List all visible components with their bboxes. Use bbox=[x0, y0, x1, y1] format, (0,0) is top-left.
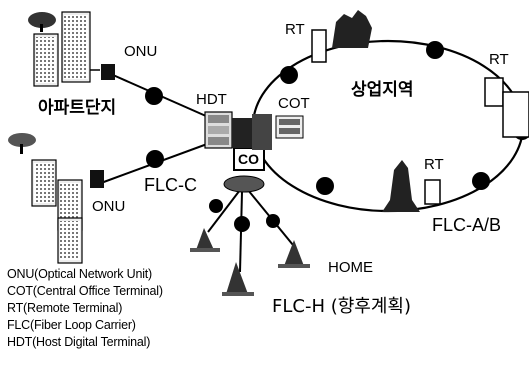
city-skyline-icon bbox=[332, 10, 372, 48]
tree-icon bbox=[28, 12, 56, 32]
house-icon bbox=[278, 240, 310, 268]
rt-box-top bbox=[311, 29, 327, 63]
commercial-area-label: 상업지역 bbox=[351, 80, 414, 100]
house-icon bbox=[222, 262, 254, 296]
node-dot bbox=[472, 172, 490, 190]
legend: ONU(Optical Network Unit) COT(Central Of… bbox=[7, 268, 163, 353]
node-dot bbox=[145, 87, 163, 105]
tree-icon bbox=[8, 133, 36, 154]
rt-box-right-2 bbox=[502, 91, 529, 138]
apartment-building-icon bbox=[31, 159, 83, 264]
rt-box-bottom bbox=[424, 179, 441, 205]
node-dot bbox=[280, 66, 298, 84]
house-icon bbox=[190, 228, 220, 252]
node-dot bbox=[209, 199, 223, 213]
node-dot bbox=[316, 177, 334, 195]
flc-c-label: FLC-C bbox=[144, 175, 197, 195]
onu-box-icon bbox=[101, 64, 115, 80]
node-dot bbox=[146, 150, 164, 168]
co-label: CO bbox=[238, 151, 259, 167]
cot-label: COT bbox=[278, 95, 310, 112]
rt-bottom-label: RT bbox=[424, 156, 444, 173]
hdt-label: HDT bbox=[196, 91, 227, 108]
home-label: HOME bbox=[328, 259, 373, 276]
legend-item: RT(Remote Terminal) bbox=[7, 301, 123, 315]
link-co-home-center bbox=[239, 191, 243, 273]
apartment-label: 아파트단지 bbox=[38, 98, 117, 118]
link-co-home-left bbox=[207, 189, 241, 233]
node-dot bbox=[426, 41, 444, 59]
onu-box-icon bbox=[90, 170, 104, 188]
node-dot bbox=[234, 216, 250, 232]
flc-ab-label: FLC-A/B bbox=[432, 215, 502, 235]
server-rack-icon bbox=[204, 111, 304, 150]
node-dot bbox=[266, 214, 280, 228]
apartment-building-icon bbox=[33, 11, 91, 87]
rt-top-label: RT bbox=[285, 21, 305, 38]
rt-box-right bbox=[484, 77, 504, 107]
legend-item: FLC(Fiber Loop Carrier) bbox=[7, 318, 136, 332]
legend-item: ONU(Optical Network Unit) bbox=[7, 267, 153, 281]
onu-bottom-label: ONU bbox=[92, 198, 126, 215]
onu-top-label: ONU bbox=[124, 43, 158, 60]
link-hdt-onu-top bbox=[112, 74, 216, 121]
flc-h-label: FLC-H (향후계획) bbox=[272, 296, 411, 317]
legend-item: COT(Central Office Terminal) bbox=[7, 284, 163, 298]
co-hub bbox=[223, 175, 265, 193]
legend-item: HDT(Host Digital Terminal) bbox=[7, 335, 151, 349]
rt-right-label: RT bbox=[489, 51, 509, 68]
city-skyline-icon bbox=[382, 160, 420, 212]
